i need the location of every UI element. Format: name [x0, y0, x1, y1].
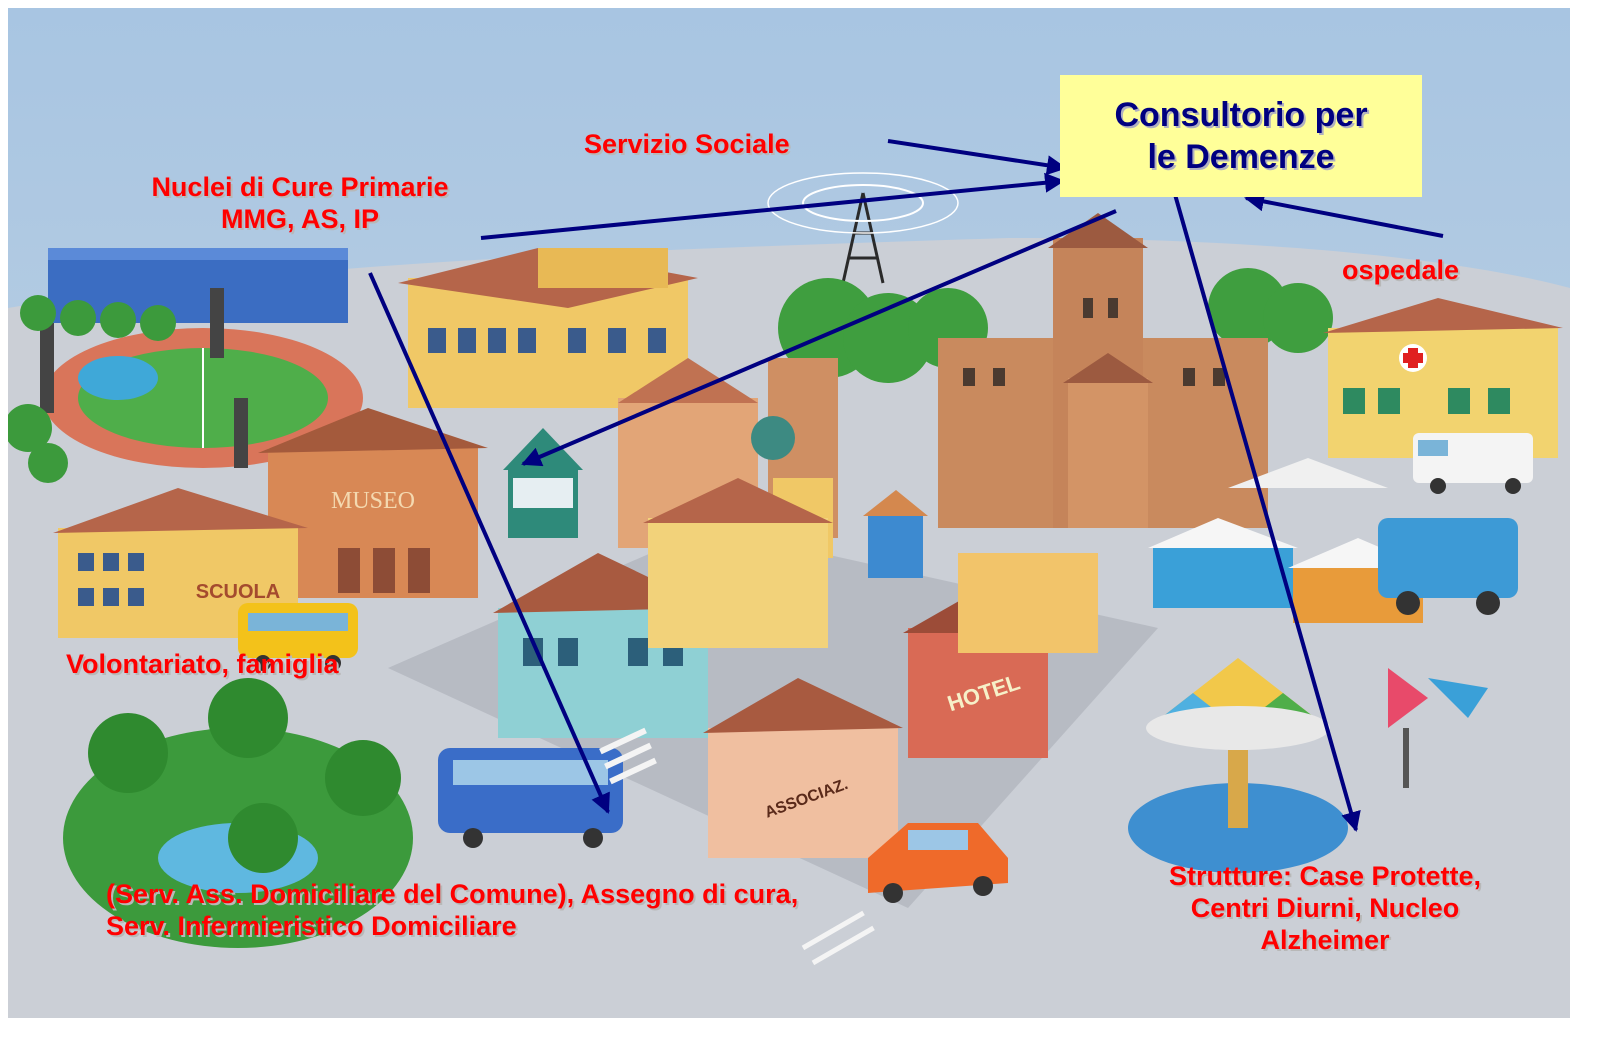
label-strutture-line2: Centri Diurni, Nucleo [1190, 893, 1460, 923]
arrow-nuclei-to-bus [368, 272, 610, 814]
label-domiciliare-line2: Serv. Infermieristico Domiciliare [106, 911, 517, 941]
school: SCUOLA [53, 488, 308, 638]
label-servizio-sociale: Servizio Sociale [584, 129, 790, 159]
arrows-layer [368, 139, 1444, 832]
label-nuclei-line1: Nuclei di Cure Primarie [151, 172, 449, 202]
city-bus [438, 748, 623, 848]
arrow-hub-to-strutture [1172, 190, 1361, 832]
label-ospedale: ospedale [1342, 255, 1460, 285]
consultorio-line2: le Demenze [1147, 138, 1335, 176]
school-bus [238, 603, 358, 671]
carousel [1128, 658, 1348, 873]
arrow-servizio-to-hub [887, 139, 1067, 176]
orange-car [868, 823, 1008, 903]
crosswalks [599, 727, 875, 966]
radio-tower [767, 172, 959, 284]
delivery-van [1378, 518, 1518, 615]
museum-sign: MUSEO [331, 488, 415, 514]
flags [1388, 668, 1488, 788]
trees-center [778, 268, 1333, 383]
consultorio-line1: Consultorio per [1114, 96, 1368, 134]
association-building: ASSOCIAZ. [703, 678, 903, 858]
school-sign: SCUOLA [196, 581, 280, 603]
label-strutture-line3: Alzheimer [1260, 925, 1390, 955]
info-booth [863, 490, 928, 578]
palazzo-yellow [398, 248, 698, 408]
ambulance [1413, 433, 1533, 494]
label-strutture-line1: Strutture: Case Protette, [1168, 861, 1482, 891]
stadium [40, 248, 363, 468]
label-strutture: Strutture: Case Protette, Centri Diurni,… [1100, 860, 1550, 956]
hotel: HOTEL [903, 553, 1098, 758]
arrow-nuclei-to-hub [480, 172, 1065, 240]
label-volontariato: Volontariato, famiglia [66, 649, 339, 679]
label-domiciliare-line1: (Serv. Ass. Domiciliare del Comune), Ass… [106, 879, 799, 909]
arrow-hub-to-kiosk [521, 209, 1117, 467]
consultorio-box: Consultorio per le Demenze [1060, 75, 1422, 197]
diagram-stage: MUSEO SCUOLA [8, 8, 1570, 1018]
yellow-house [643, 478, 833, 648]
church [618, 358, 838, 558]
castle [938, 213, 1268, 528]
label-nuclei: Nuclei di Cure Primarie MMG, AS, IP [90, 171, 510, 235]
museum: MUSEO [258, 408, 488, 598]
trees-left [8, 295, 176, 483]
label-nuclei-line2: MMG, AS, IP [220, 204, 379, 234]
label-domiciliare: (Serv. Ass. Domiciliare del Comune), Ass… [106, 878, 798, 942]
arrow-ospedale-to-hub [1244, 191, 1444, 238]
park [63, 678, 413, 948]
